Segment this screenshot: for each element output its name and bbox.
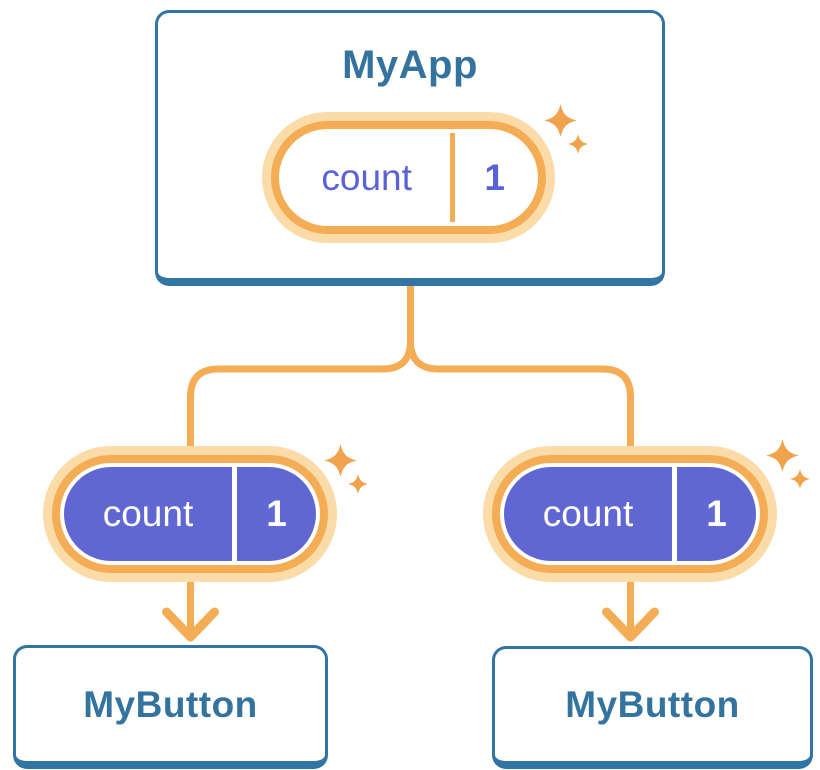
sparkle-small-icon [568, 134, 588, 154]
sparkle-small-icon [790, 469, 810, 489]
prop-pill-value: 1 [706, 493, 727, 534]
prop-pill-label: count [504, 467, 677, 561]
sparkle-small-icon [348, 474, 368, 494]
prop-pill-label: count [64, 467, 237, 561]
sparkle-icon [544, 104, 592, 160]
state-pill-ring: count 1 [271, 121, 546, 234]
sparkle-icon [324, 444, 372, 500]
sparkle-large-icon [324, 444, 357, 477]
mybutton-title: MyButton [565, 684, 740, 725]
myapp-state-pill: count 1 [262, 112, 555, 243]
sparkle-icon [766, 439, 814, 495]
sparkle-large-icon [544, 104, 577, 137]
mybutton-card-right: MyButton [492, 646, 813, 769]
mybutton-title: MyButton [83, 683, 258, 725]
mybutton-card-left: MyButton [13, 645, 328, 769]
right-prop-pill: count 1 [483, 446, 777, 582]
state-pill-label: count [283, 133, 456, 222]
left-prop-pill: count 1 [43, 446, 337, 582]
branch-line-right [407, 283, 634, 475]
prop-pill-value: 1 [266, 493, 287, 534]
prop-pill-ring: count 1 [492, 455, 768, 573]
prop-pill-ring: count 1 [52, 455, 328, 573]
state-pill-value: 1 [484, 156, 505, 198]
sparkle-large-icon [766, 439, 799, 472]
myapp-title: MyApp [342, 43, 478, 87]
